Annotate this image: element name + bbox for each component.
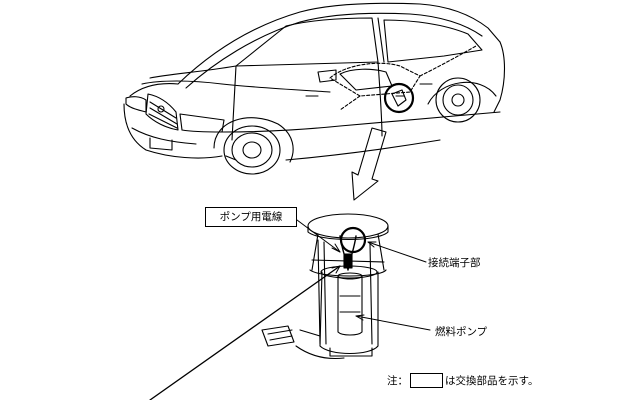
note-prefix: 注： <box>387 374 408 387</box>
replacement-part-box <box>410 373 443 388</box>
fuel-pump-label: 燃料ポンプ <box>435 326 488 338</box>
leader-lines <box>149 219 431 400</box>
connector-label: 接続端子部 <box>428 257 481 269</box>
pump-wire-label: ポンプ用電線 <box>205 207 297 227</box>
arrow-icon <box>351 127 387 201</box>
sedan-car-icon <box>123 2 506 175</box>
fuel-pump-assembly-icon <box>261 213 389 360</box>
note-suffix: は交換部品を示す。 <box>445 374 539 387</box>
legend-note: 注： は交換部品を示す。 <box>387 373 538 388</box>
